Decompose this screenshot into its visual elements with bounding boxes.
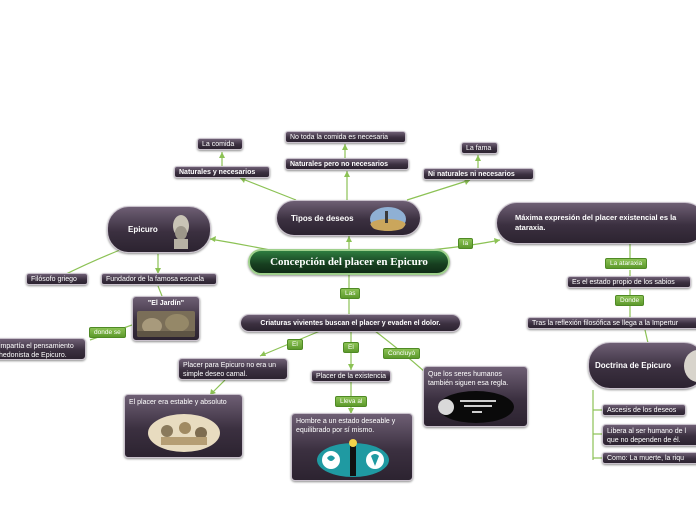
connector-concluyo-label: Concluyó — [388, 350, 416, 357]
connector-concluyo[interactable]: Concluyó — [383, 348, 421, 359]
garden-node[interactable]: "El Jardín" — [132, 296, 200, 341]
taught-node[interactable]: impartía el pensamiento hedonista de Epi… — [0, 338, 86, 360]
tipos-illustration-image — [369, 205, 407, 232]
garden-painting-image — [137, 311, 195, 337]
doctrine-item-3[interactable]: Como: La muerte, la riqu — [602, 452, 696, 464]
garden-label: "El Jardín" — [147, 300, 185, 307]
neither-node[interactable]: Ni naturales ni necesarios — [423, 168, 534, 180]
doctrine-item-1[interactable]: Ascesis de los deseos — [602, 404, 686, 416]
connector-el-mid[interactable]: El — [343, 342, 359, 353]
fame-node[interactable]: La fama — [461, 142, 498, 154]
reflection-node[interactable]: Tras la reflexión filosófica se llega a … — [527, 317, 696, 329]
ataraxia-node[interactable]: Máxima expresión del placer existencial … — [496, 202, 696, 244]
natural-not-necessary-label: Naturales pero no necesarios — [290, 161, 389, 168]
connector-lleva-al-label: Lleva al — [340, 398, 363, 405]
tipos-node[interactable]: Tipos de deseos — [276, 200, 421, 236]
epicuro-node[interactable]: Epicuro — [107, 206, 211, 253]
connector-lleva-al[interactable]: Lleva al — [335, 396, 368, 407]
epicuro-label: Epicuro — [128, 225, 158, 234]
sages-state-label: Es el estado propio de los sabios — [572, 279, 675, 286]
food-label: La comida — [202, 141, 235, 148]
central-topic-label: Concepción del placer en Epicuro — [270, 255, 428, 268]
pleasure-not-carnal-node[interactable]: Placer para Epicuro no era un simple des… — [178, 358, 288, 380]
connector-la-ataraxia[interactable]: La ataraxia — [605, 258, 648, 269]
connector-el-left-label: El — [292, 341, 298, 348]
neither-label: Ni naturales ni necesarios — [428, 171, 515, 178]
connector-donde-label: Donde — [620, 297, 640, 304]
balance-scale-image — [316, 438, 390, 478]
doctrine-label: Doctrina de Epicuro — [595, 361, 672, 370]
doctrine-item-1-label: Ascesis de los deseos — [607, 407, 677, 414]
doctrine-item-2[interactable]: Libera al ser humano de l que no depende… — [602, 424, 696, 446]
taught-label: impartía el pensamiento hedonista de Epi… — [0, 343, 74, 359]
central-topic[interactable]: Concepción del placer en Epicuro — [248, 249, 450, 275]
balanced-man-node[interactable]: Hombre a un estado deseable y equilibrad… — [291, 413, 413, 481]
reflection-label: Tras la reflexión filosófica se llega a … — [532, 320, 679, 327]
balanced-man-label: Hombre a un estado deseable y equilibrad… — [296, 418, 396, 434]
doctrine-node[interactable]: Doctrina de Epicuro — [588, 342, 696, 389]
not-all-food-node[interactable]: No toda la comida es necesaria — [285, 131, 406, 143]
ataraxia-label: Máxima expresión del placer existencial … — [515, 213, 677, 232]
criaturas-node[interactable]: Criaturas vivientes buscan el placer y e… — [240, 314, 461, 332]
existence-pleasure-node[interactable]: Placer de la existencia — [311, 370, 391, 382]
philosopher-label: Filósofo griego — [31, 276, 77, 283]
doctrine-item-2-label: Libera al ser humano de l que no depende… — [607, 428, 686, 444]
connector-donde-se-label: donde se — [94, 329, 121, 336]
stable-pleasure-image — [147, 413, 221, 453]
connector-la-ataraxia-label: La ataraxia — [610, 260, 643, 267]
philosopher-node[interactable]: Filósofo griego — [26, 273, 88, 285]
doctrine-item-3-label: Como: La muerte, la riqu — [607, 455, 685, 462]
connector-donde-se[interactable]: donde se — [89, 327, 126, 338]
connector-las[interactable]: Las — [340, 288, 361, 299]
existence-pleasure-label: Placer de la existencia — [316, 373, 387, 380]
connector-las-label: Las — [345, 290, 356, 297]
founder-label: Fundador de la famosa escuela — [106, 276, 205, 283]
humans-follow-rule-image — [438, 391, 514, 423]
connector-el-mid-label: El — [348, 344, 354, 351]
natural-necessary-label: Naturales y necesarios — [179, 169, 256, 176]
criaturas-label: Criaturas vivientes buscan el placer y e… — [260, 319, 441, 327]
doctrine-portrait-image — [683, 349, 696, 383]
founder-node[interactable]: Fundador de la famosa escuela — [101, 273, 217, 285]
stable-pleasure-label: El placer era estable y absoluto — [129, 399, 227, 406]
humans-follow-rule-node[interactable]: Que los seres humanos también siguen esa… — [423, 366, 528, 427]
connector-el-left[interactable]: El — [287, 339, 303, 350]
not-all-food-label: No toda la comida es necesaria — [290, 134, 389, 141]
pleasure-not-carnal-label: Placer para Epicuro no era un simple des… — [183, 362, 276, 378]
humans-follow-rule-label: Que los seres humanos también siguen esa… — [428, 371, 509, 387]
connector-la[interactable]: la — [458, 238, 474, 249]
sages-state-node[interactable]: Es el estado propio de los sabios — [567, 276, 691, 288]
connector-la-label: la — [463, 240, 469, 247]
natural-necessary-node[interactable]: Naturales y necesarios — [174, 166, 270, 178]
tipos-label: Tipos de deseos — [291, 213, 354, 223]
stable-pleasure-node[interactable]: El placer era estable y absoluto — [124, 394, 243, 458]
connector-donde[interactable]: Donde — [615, 295, 645, 306]
food-node[interactable]: La comida — [197, 138, 243, 150]
natural-not-necessary-node[interactable]: Naturales pero no necesarios — [285, 158, 409, 170]
fame-label: La fama — [466, 145, 492, 152]
epicuro-bust-image — [168, 211, 194, 249]
